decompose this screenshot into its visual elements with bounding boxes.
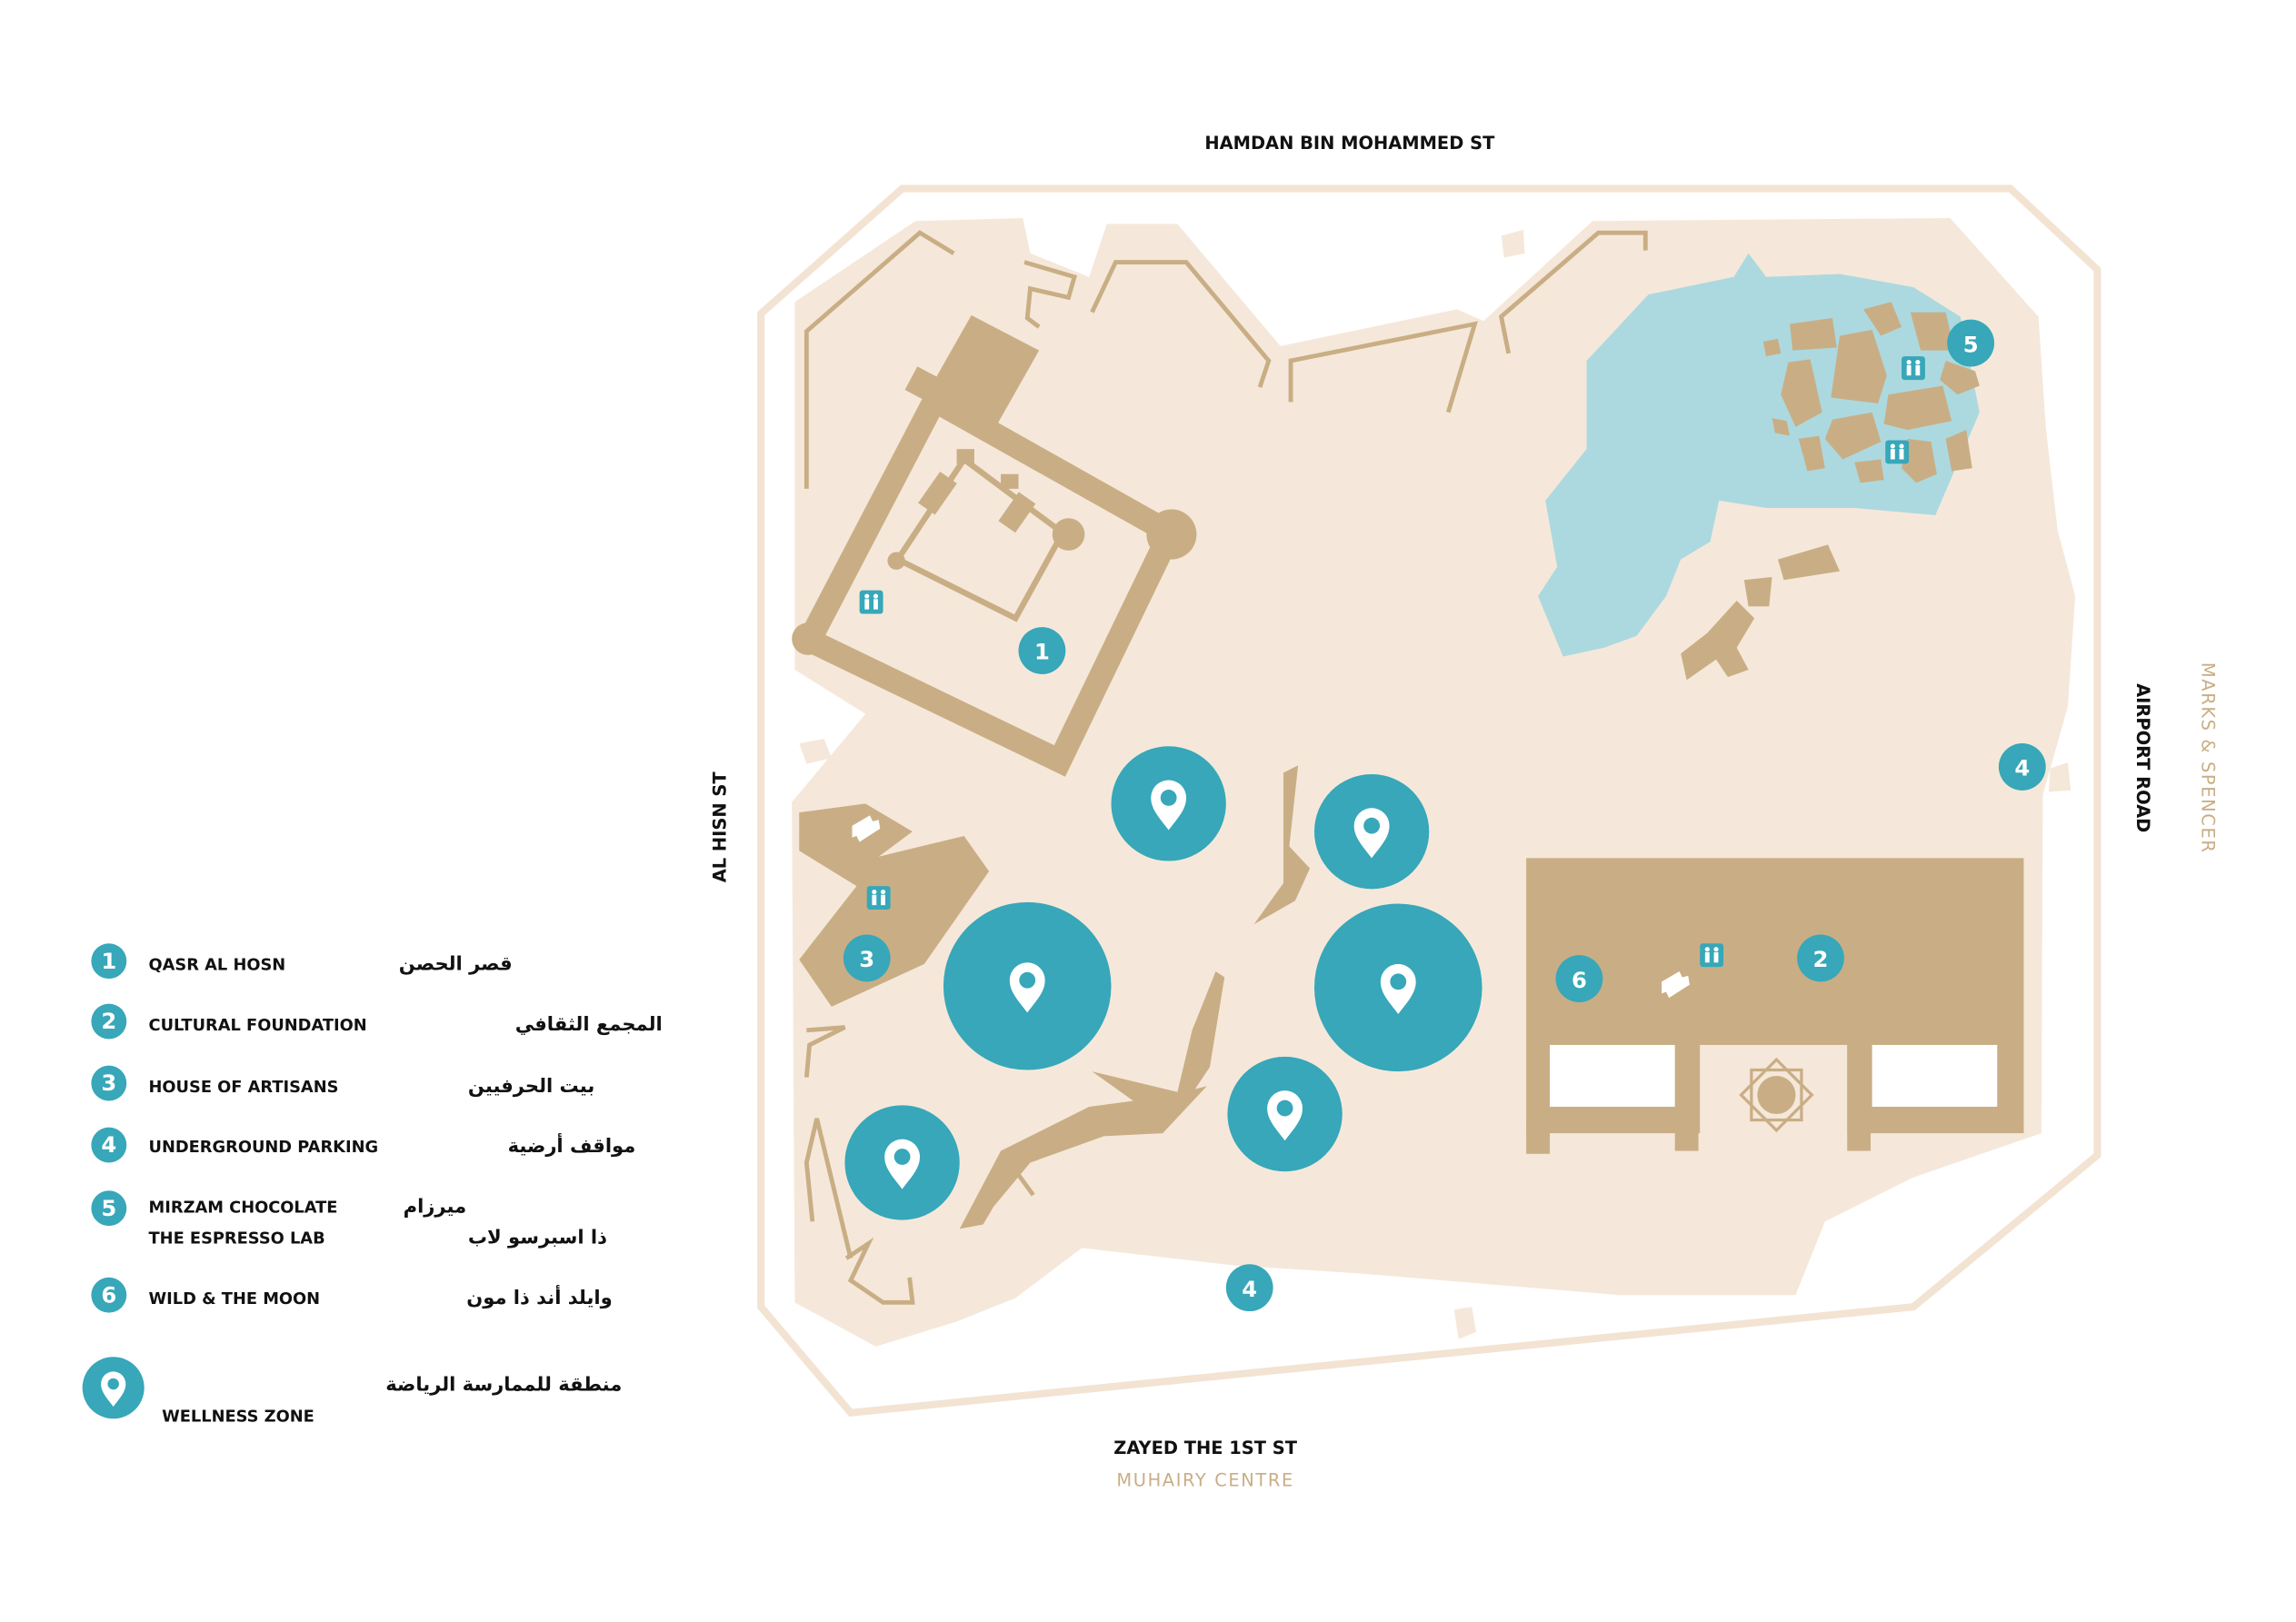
restroom-icon — [1700, 943, 1724, 968]
legend-number: 3 — [101, 1070, 116, 1096]
site-boundary — [757, 184, 2101, 1418]
wellness-zone-marker[interactable] — [943, 901, 1112, 1070]
street-east: AIRPORT ROAD — [2132, 683, 2153, 832]
restroom-icon — [1902, 356, 1925, 381]
legend-label-ar: المجمع الثقافي — [515, 1012, 663, 1035]
marker-mirzam-espresso[interactable]: 5 — [1947, 319, 1995, 367]
legend-label-en: MIRZAM CHOCOLATE — [149, 1199, 338, 1218]
legend-number: 5 — [101, 1195, 116, 1221]
restroom-icon — [866, 886, 891, 910]
legend-label-en: HOUSE OF ARTISANS — [149, 1078, 339, 1097]
landmark-east: MARKS & SPENCER — [2197, 662, 2218, 854]
legend-number: 6 — [101, 1281, 116, 1308]
marker-number: 3 — [859, 946, 874, 972]
qasr-al-hosn-building — [792, 314, 1197, 777]
marker-cultural-foundation[interactable]: 2 — [1797, 934, 1844, 982]
kiosk — [2048, 762, 2071, 792]
legend-item: 6 WILD & THE MOON وايلد أند ذا مون — [91, 1277, 613, 1313]
wellness-zone-marker[interactable] — [1313, 774, 1430, 890]
street-north: HAMDAN BIN MOHAMMED ST — [1204, 133, 1495, 154]
legend-label-ar: منطقة للممارسة الرياضة — [385, 1372, 622, 1395]
wellness-zone-marker[interactable] — [1111, 746, 1226, 861]
legend-item: 2 CULTURAL FOUNDATION المجمع الثقافي — [91, 1003, 663, 1040]
marker-house-of-artisans[interactable]: 3 — [843, 934, 891, 982]
legend-label-en: WILD & THE MOON — [149, 1289, 321, 1309]
wellness-zone-marker[interactable] — [1313, 903, 1482, 1072]
legend-label-en: UNDERGROUND PARKING — [149, 1138, 379, 1157]
restroom-icon — [859, 590, 883, 614]
legend-label-ar: بيت الحرفيين — [468, 1074, 594, 1097]
restroom-icon — [1885, 440, 1910, 464]
legend-number: 4 — [101, 1131, 116, 1158]
street-south: ZAYED THE 1ST ST — [1113, 1438, 1297, 1458]
legend-label-ar: وايلد أند ذا مون — [466, 1284, 612, 1309]
legend-wellness: منطقة للممارسة الرياضة WELLNESS ZONE — [82, 1357, 622, 1426]
landmark-south: MUHAIRY CENTRE — [1116, 1470, 1294, 1491]
legend-label-ar: ذا اسبرسو لاب — [468, 1226, 607, 1249]
marker-wild-the-moon[interactable]: 6 — [1555, 955, 1603, 1002]
legend-label-en: WELLNESS ZONE — [162, 1407, 314, 1426]
star-fountain — [1739, 1057, 1814, 1133]
legend-label-en: THE ESPRESSO LAB — [149, 1229, 325, 1249]
legend-label-ar: مواقف أرضية — [508, 1132, 636, 1157]
legend-number: 2 — [101, 1008, 116, 1034]
legend-item: 1 QASR AL HOSN قصر الحصن — [91, 943, 513, 980]
legend-number: 1 — [101, 948, 116, 974]
wellness-zone-marker[interactable] — [1227, 1056, 1343, 1172]
marker-parking-south[interactable]: 4 — [1225, 1264, 1273, 1312]
marker-qasr-al-hosn[interactable]: 1 — [1018, 627, 1066, 674]
cultural-foundation-building — [1526, 858, 2024, 1154]
legend-item: 5 MIRZAM CHOCOLATE ميرزام THE ESPRESSO L… — [91, 1190, 607, 1249]
marker-number: 6 — [1572, 967, 1587, 993]
marker-parking-east[interactable]: 4 — [1998, 743, 2046, 791]
kiosk — [1501, 229, 1525, 258]
legend-label-en: QASR AL HOSN — [149, 955, 286, 974]
legend-label-ar: ميرزام — [404, 1195, 466, 1218]
legend-item: 3 HOUSE OF ARTISANS بيت الحرفيين — [91, 1065, 594, 1101]
pathway-lines — [804, 230, 1648, 1305]
rock-islands — [1681, 302, 1980, 681]
legend-label-ar: قصر الحصن — [399, 951, 513, 974]
marker-number: 4 — [1242, 1276, 1257, 1302]
wellness-zone-marker[interactable] — [844, 1105, 960, 1220]
map-legend: 1 QASR AL HOSN قصر الحصن 2 CULTURAL FOUN… — [82, 943, 663, 1426]
marker-number: 4 — [2014, 755, 2030, 781]
legend-label-en: CULTURAL FOUNDATION — [149, 1016, 367, 1035]
marker-number: 1 — [1034, 639, 1050, 665]
central-walkways — [959, 765, 1311, 1229]
legend-item: 4 UNDERGROUND PARKING مواقف أرضية — [91, 1127, 636, 1163]
kiosk — [1453, 1307, 1477, 1339]
marker-number: 5 — [1963, 331, 1979, 357]
street-west: AL HISN ST — [709, 771, 730, 883]
marker-number: 2 — [1813, 946, 1829, 972]
kiosk — [799, 739, 832, 764]
